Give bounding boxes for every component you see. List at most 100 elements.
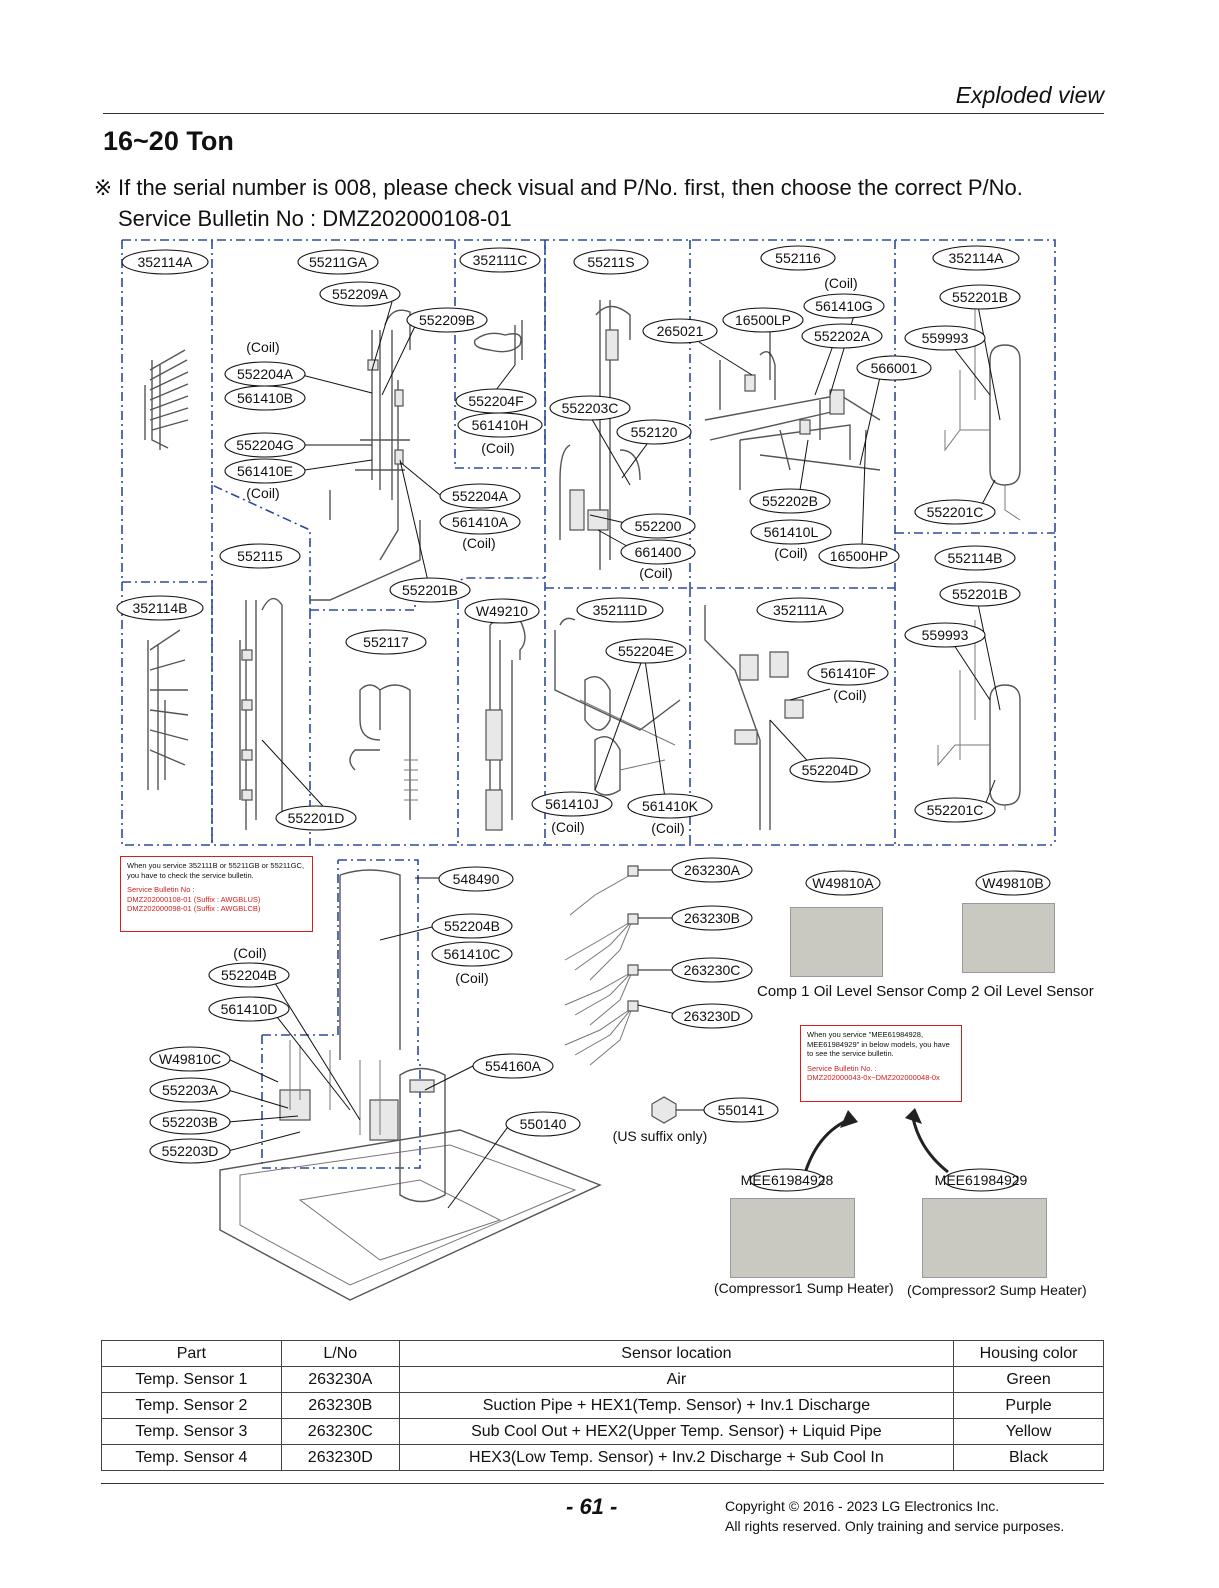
- callout-552204G: 552204G: [224, 432, 306, 458]
- callout-561410K: 561410K: [627, 793, 713, 819]
- service-notice: ※If the serial number is 008, please che…: [88, 172, 1023, 234]
- header-part: Part: [101, 1340, 282, 1367]
- callout-265021: 265021: [642, 318, 718, 344]
- comp2-oil-sensor-caption: Comp 2 Oil Level Sensor: [927, 983, 1094, 1000]
- callout-552203B: 552203B: [149, 1109, 231, 1135]
- callout-label: 552203C: [562, 400, 619, 416]
- coil-note: (Coil): [233, 945, 266, 961]
- comp1-oil-sensor-caption: Comp 1 Oil Level Sensor: [757, 983, 924, 1000]
- callout-label: 552204E: [618, 643, 674, 659]
- us-suffix-note: (US suffix only): [613, 1128, 708, 1144]
- page-number: - 61 -: [566, 1494, 618, 1519]
- callout-label: 552116: [775, 250, 821, 266]
- callout-label: 552204B: [221, 967, 277, 983]
- callout-label: 552203B: [162, 1114, 218, 1130]
- callout-label: W49810B: [982, 875, 1043, 891]
- service-bulletin-left: When you service 352111B or 55211GB or 5…: [120, 856, 313, 932]
- callout-552203A: 552203A: [149, 1077, 231, 1103]
- header-color: Housing color: [953, 1340, 1104, 1367]
- section-title: Exploded view: [955, 82, 1104, 108]
- callout-label: 352114A: [948, 250, 1004, 266]
- callout-label: 552204A: [237, 366, 294, 382]
- callout-566001: 566001: [856, 355, 932, 381]
- callout-561410D: 561410D: [208, 996, 290, 1022]
- callout-16500LP: 16500LP: [722, 307, 804, 333]
- compressor2-sump-heater-caption: (Compressor2 Sump Heater): [907, 1282, 1087, 1298]
- callout-552209B: 552209B: [406, 307, 488, 333]
- callout-label: 552201D: [288, 810, 345, 826]
- callout-label: 548490: [453, 871, 500, 887]
- callout-561410C: 561410C: [431, 941, 513, 967]
- callout-label: 552114B: [947, 550, 1002, 566]
- callout-MEE61984929: MEE61984929: [935, 1168, 1028, 1192]
- callout-label: 552204F: [468, 393, 523, 409]
- callout-352114A: 352114A: [121, 249, 209, 275]
- copyright-line-1: Copyright © 2016 - 2023 LG Electronics I…: [725, 1498, 1000, 1514]
- callout-552204A: 552204A: [439, 483, 521, 509]
- coil-note: (Coil): [462, 535, 495, 551]
- callout-label: 16500HP: [830, 548, 888, 564]
- callout-label: 561410B: [237, 390, 293, 406]
- cell-location: HEX3(Low Temp. Sensor) + Inv.2 Discharge…: [398, 1444, 955, 1471]
- service-bulletin-right: When you service "MEE61984928, MEE619849…: [800, 1025, 962, 1102]
- table-row: Temp. Sensor 2 263230B Suction Pipe + HE…: [101, 1392, 1104, 1419]
- callout-label: 263230C: [684, 962, 741, 978]
- callout-label: 352111C: [473, 252, 528, 268]
- callout-552209A: 552209A: [319, 281, 401, 307]
- cell-part: Temp. Sensor 1: [101, 1366, 282, 1393]
- callout-label: 554160A: [485, 1058, 542, 1074]
- callout-label: 552204G: [236, 437, 294, 453]
- cell-lno: 263230B: [280, 1392, 400, 1419]
- callout-352111A: 352111A: [756, 597, 844, 623]
- cell-color: Green: [953, 1366, 1104, 1393]
- coil-note: (Coil): [833, 687, 866, 703]
- callout-label: 561410G: [815, 298, 873, 314]
- cell-part: Temp. Sensor 4: [101, 1444, 282, 1471]
- callout-548490: 548490: [438, 866, 514, 892]
- coil-note: (Coil): [551, 819, 584, 835]
- callout-label: 561410F: [820, 665, 875, 681]
- callout-W49210: W49210: [464, 598, 540, 624]
- callout-552204A: 552204A: [224, 361, 306, 387]
- callout-552201B: 552201B: [939, 581, 1021, 607]
- callout-label: 552201C: [927, 802, 984, 818]
- callout-552202B: 552202B: [749, 488, 831, 514]
- cell-color: Black: [953, 1444, 1104, 1471]
- diagram-notes: (Coil) (Coil) (Coil) (Coil) (Coil) (Coil…: [233, 275, 866, 1144]
- callout-55211GA: 55211GA: [297, 249, 379, 275]
- coil-note: (Coil): [481, 440, 514, 456]
- coil-note: (Coil): [639, 565, 672, 581]
- cell-part: Temp. Sensor 3: [101, 1418, 282, 1445]
- callout-label: 352111D: [593, 602, 648, 618]
- coil-note: (Coil): [455, 970, 488, 986]
- callout-label: 552204D: [802, 762, 859, 778]
- callout-label: 265021: [657, 323, 704, 339]
- coil-note: (Coil): [774, 545, 807, 561]
- callout-554160A: 554160A: [472, 1053, 554, 1079]
- page-heading: 16~20 Ton: [103, 126, 234, 156]
- callout-552204B: 552204B: [431, 913, 513, 939]
- callout-561410G: 561410G: [803, 293, 885, 319]
- callout-label: 561410K: [642, 798, 699, 814]
- callout-label: 661400: [635, 544, 682, 560]
- callout-552201C: 552201C: [914, 499, 996, 525]
- compressor1-sump-heater-photo: [730, 1198, 855, 1278]
- copyright-line-2: All rights reserved. Only training and s…: [725, 1518, 1065, 1534]
- bulletin-left-line1: DMZ202000108-01 (Suffix : AWGBLUS): [127, 894, 261, 904]
- cell-color: Purple: [953, 1392, 1104, 1419]
- callout-label: 352114A: [137, 254, 193, 270]
- callout-352114B: 352114B: [116, 595, 204, 621]
- cell-lno: 263230D: [280, 1444, 400, 1471]
- callout-label: 16500LP: [735, 312, 791, 328]
- callout-352111D: 352111D: [576, 597, 664, 623]
- cell-lno: 263230C: [280, 1418, 400, 1445]
- callout-label: 550141: [718, 1102, 765, 1118]
- callout-552114B: 552114B: [934, 545, 1016, 571]
- callout-552116: 552116: [760, 245, 836, 271]
- notice-mark: ※: [93, 175, 113, 200]
- callout-352111C: 352111C: [459, 247, 541, 273]
- callout-label: 552201C: [927, 504, 984, 520]
- coil-note: (Coil): [246, 339, 279, 355]
- callout-552117: 552117: [345, 629, 427, 655]
- callout-label: 263230B: [684, 910, 740, 926]
